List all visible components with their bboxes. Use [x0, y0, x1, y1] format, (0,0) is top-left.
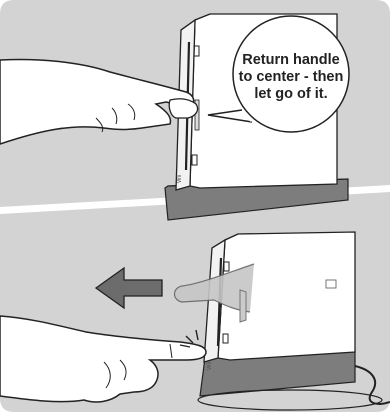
callout-text: Return handle to center - then let go of…	[232, 52, 350, 103]
top-wii-logo: Wii	[177, 175, 183, 183]
bottom-wii-logo: Wii	[207, 362, 213, 370]
